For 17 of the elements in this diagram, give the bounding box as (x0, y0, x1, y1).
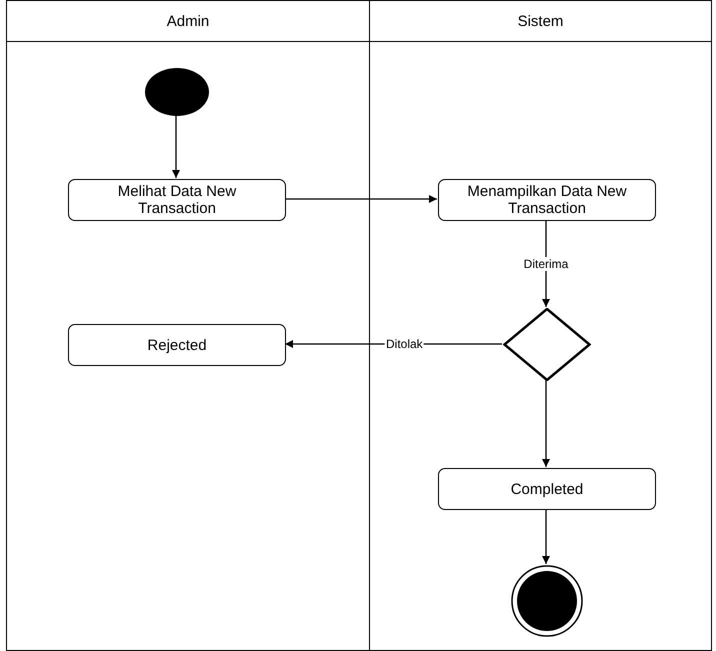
start-node (145, 68, 209, 116)
action-box: Menampilkan Data New Transaction (438, 179, 656, 221)
action-box: Rejected (68, 324, 286, 366)
end-node (511, 565, 583, 637)
edge-label: Diterima (522, 256, 570, 270)
arrow (542, 380, 550, 467)
action-box: Melihat Data New Transaction (68, 179, 286, 221)
arrow (172, 115, 180, 178)
swimlane (6, 0, 370, 651)
action-box: Completed (438, 468, 656, 510)
arrow (542, 509, 550, 564)
lane-title: Admin (166, 12, 210, 30)
edge-label: Ditolak (385, 337, 424, 351)
decision-diamond (503, 308, 591, 381)
arrow (285, 195, 437, 203)
swimlane (369, 0, 712, 651)
lane-title: Sistem (518, 12, 564, 30)
